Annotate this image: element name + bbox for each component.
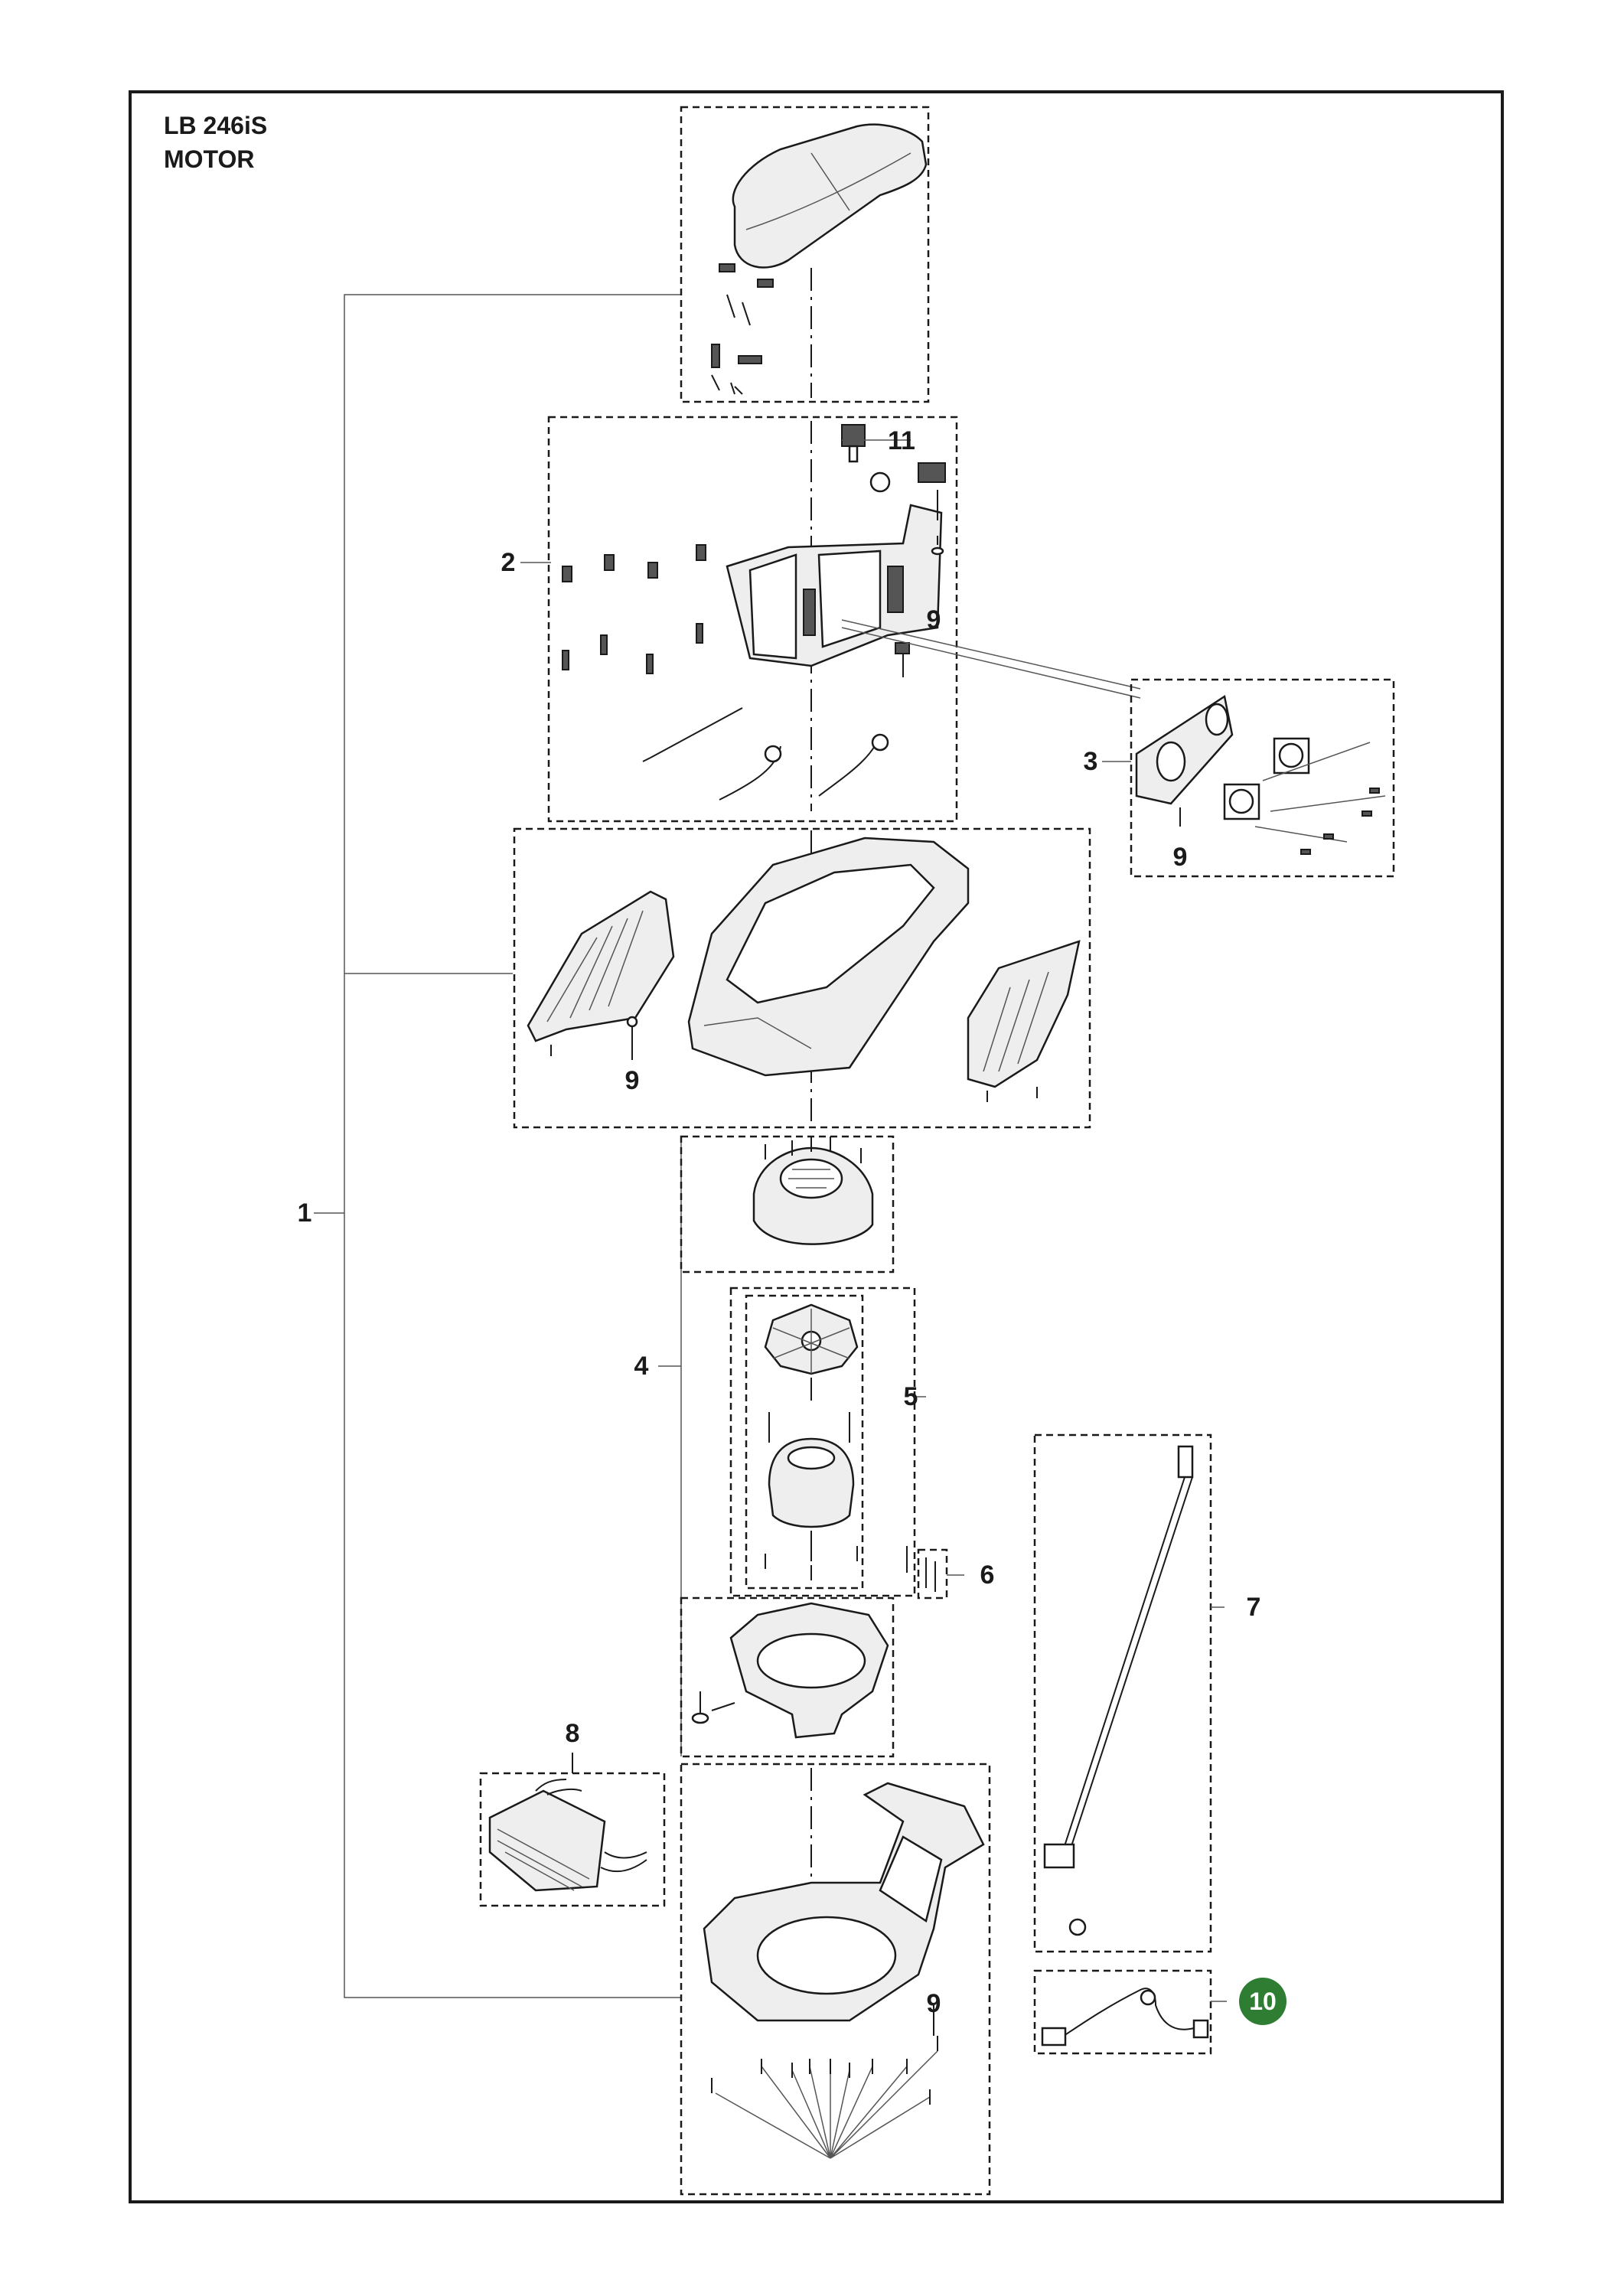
callout-9-battery: 9 bbox=[926, 605, 941, 634]
connector-top-part bbox=[1177, 1445, 1194, 1479]
callout-9-housing: 9 bbox=[624, 1066, 640, 1095]
callout-leaders bbox=[520, 439, 1131, 762]
callout-1: 1 bbox=[297, 1199, 312, 1228]
motor-assembly-group bbox=[658, 1135, 964, 1758]
callout-4: 4 bbox=[634, 1352, 649, 1381]
top-cover-group bbox=[680, 106, 930, 403]
callout-5: 5 bbox=[903, 1382, 918, 1411]
wire-harness-group bbox=[1033, 1969, 1227, 2055]
charger-module-part bbox=[488, 1789, 606, 1892]
connector-bottom-part bbox=[1043, 1843, 1075, 1869]
callout-11: 11 bbox=[888, 426, 915, 455]
callout-9-bottom: 9 bbox=[926, 1989, 941, 2018]
callout-3: 3 bbox=[1083, 747, 1098, 776]
switch-part bbox=[841, 424, 866, 447]
battery-compartment-group bbox=[547, 416, 1141, 823]
callout-8: 8 bbox=[565, 1719, 580, 1748]
left-side-panel-part bbox=[527, 890, 675, 1042]
callout-7: 7 bbox=[1246, 1593, 1261, 1622]
callout-10-highlighted[interactable]: 10 bbox=[1239, 1978, 1286, 2025]
charger-group bbox=[479, 1753, 666, 1907]
housing-group bbox=[513, 827, 1091, 1129]
right-side-panel-part bbox=[967, 940, 1081, 1088]
callout-1-bracket bbox=[314, 294, 681, 1998]
cable-group bbox=[1033, 1433, 1225, 1953]
bottom-housing-group bbox=[680, 1763, 991, 2196]
callout-6: 6 bbox=[980, 1561, 995, 1590]
callout-9-fan: 9 bbox=[1172, 843, 1188, 872]
wire-harness-part bbox=[1063, 1988, 1195, 2037]
model-title: LB 246iS bbox=[164, 112, 268, 139]
fan-group bbox=[1130, 678, 1395, 878]
callout-2: 2 bbox=[501, 548, 516, 577]
section-title: MOTOR bbox=[164, 145, 255, 173]
page-frame bbox=[129, 90, 1504, 2203]
